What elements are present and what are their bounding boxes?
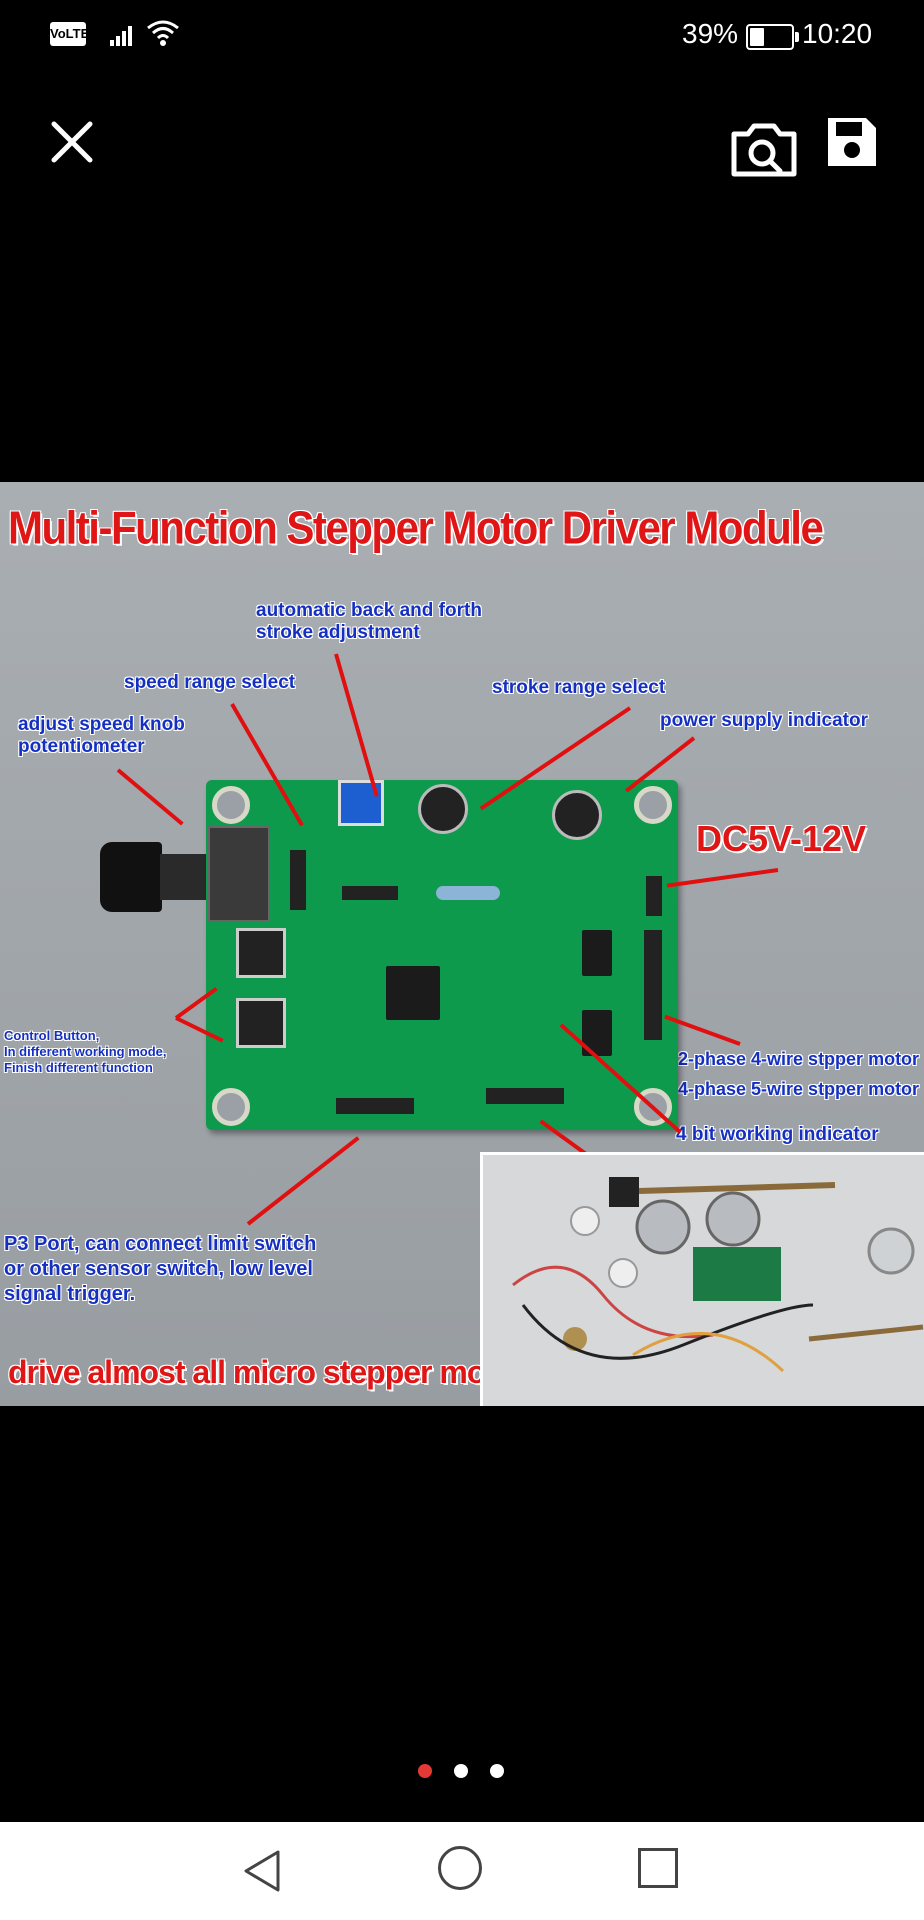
resistor (436, 886, 500, 900)
product-image[interactable]: Multi-Function Stepper Motor Driver Modu… (0, 482, 924, 1406)
label-control-button: Control Button, In different working mod… (4, 1028, 167, 1075)
clock: 10:20 (802, 18, 873, 49)
driver-chip-u2 (582, 930, 612, 976)
header-p3 (336, 1098, 414, 1114)
motors-illustration (512, 1177, 924, 1373)
knob-shaft (160, 854, 210, 900)
header-p6 (646, 876, 662, 916)
arrow-adjust-speed (116, 768, 184, 826)
arrow-voltage (666, 868, 779, 888)
motors-photo (480, 1152, 924, 1406)
label-voltage: DC5V-12V (696, 818, 867, 859)
header-p2 (290, 850, 306, 910)
back-icon[interactable] (240, 1848, 284, 1894)
label-footer: drive almost all micro stepper motor (8, 1354, 526, 1390)
pcb-board (206, 780, 678, 1130)
speed-knob (100, 842, 162, 912)
navigation-bar (0, 1822, 924, 1920)
recents-icon[interactable] (638, 1848, 678, 1888)
page-indicator (418, 1764, 508, 1780)
capacitor-c15 (418, 784, 468, 834)
label-adjust-speed: adjust speed knob potentiometer (18, 714, 185, 757)
capacitor-c12 (552, 790, 602, 840)
label-power-indicator: power supply indicator (660, 710, 868, 731)
label-motor-4phase: 4-phase 5-wire stpper motor (678, 1079, 920, 1099)
home-icon[interactable] (438, 1846, 482, 1890)
button-s2 (236, 998, 286, 1048)
signal-icon (110, 26, 132, 46)
header-p4 (486, 1088, 564, 1104)
arrow-p3-port (246, 1136, 360, 1226)
battery-percent: 39% (682, 18, 739, 49)
volte-icon: VoLTE (50, 22, 89, 46)
button-s1 (236, 928, 286, 978)
label-working-indicator: 4 bit working indicator (676, 1124, 879, 1145)
page-dot[interactable] (454, 1764, 468, 1778)
header-p5 (644, 930, 662, 1040)
label-p3-port: P3 Port, can connect limit switch or oth… (4, 1233, 317, 1305)
label-motor-2phase: 2-phase 4-wire stpper motor (678, 1049, 920, 1069)
wifi-icon (147, 20, 179, 46)
battery-icon (746, 24, 799, 50)
mcu-chip (386, 966, 440, 1020)
label-auto-stroke: automatic back and forth stroke adjustme… (256, 600, 482, 643)
status-bar: VoLTE 39% 10:20 (0, 0, 924, 72)
page-dot[interactable] (490, 1764, 504, 1778)
header-p1 (342, 886, 398, 900)
trim-potentiometer (338, 780, 384, 826)
arrow-auto-stroke (334, 653, 379, 797)
page-dot[interactable] (418, 1764, 432, 1778)
save-icon[interactable] (824, 114, 880, 170)
label-stroke-range: stroke range select (492, 677, 666, 698)
label-speed-range: speed range select (124, 672, 296, 693)
camera-search-icon[interactable] (728, 116, 800, 182)
image-title: Multi-Function Stepper Motor Driver Modu… (8, 501, 824, 554)
close-icon[interactable] (46, 116, 98, 168)
speed-potentiometer-body (208, 826, 270, 922)
